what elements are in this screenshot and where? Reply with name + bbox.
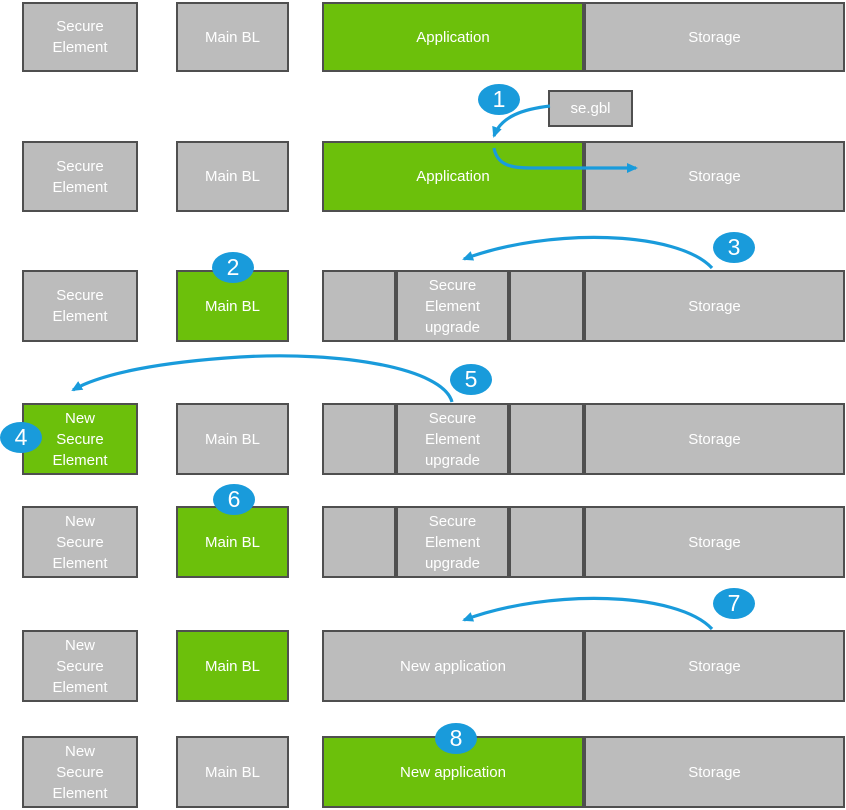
box-new-secure-element: New Secure Element — [22, 403, 138, 475]
box-storage: Storage — [584, 736, 845, 808]
box-empty-segment — [322, 403, 396, 475]
box-new-application: New application — [322, 630, 584, 702]
box-empty-segment — [509, 403, 584, 475]
step-7-badge: 7 — [713, 588, 755, 619]
box-secure-element: Secure Element — [22, 2, 138, 72]
box-se-upgrade: Secure Element upgrade — [396, 270, 509, 342]
step-4-badge: 4 — [0, 422, 42, 453]
arrow-storage-to-new-application — [462, 596, 714, 631]
box-storage: Storage — [584, 270, 845, 342]
box-main-bl: Main BL — [176, 403, 289, 475]
step-5-badge: 5 — [450, 364, 492, 395]
step-2-badge: 2 — [212, 252, 254, 283]
box-new-secure-element: New Secure Element — [22, 506, 138, 578]
box-empty-segment — [322, 506, 396, 578]
box-secure-element: Secure Element — [22, 270, 138, 342]
arrow-se-upgrade-to-new-secure-element — [71, 354, 454, 403]
box-main-bl: Main BL — [176, 141, 289, 212]
box-application: Application — [322, 141, 584, 212]
box-se-gbl-file: se.gbl — [548, 90, 633, 127]
box-storage: Storage — [584, 403, 845, 475]
box-application: Application — [322, 2, 584, 72]
box-storage: Storage — [584, 141, 845, 212]
box-main-bl: Main BL — [176, 736, 289, 808]
box-main-bl: Main BL — [176, 506, 289, 578]
box-empty-segment — [509, 506, 584, 578]
step-8-badge: 8 — [435, 723, 477, 754]
box-storage: Storage — [584, 2, 845, 72]
arrow-storage-to-se-upgrade — [462, 235, 714, 270]
box-empty-segment — [322, 270, 396, 342]
box-secure-element: Secure Element — [22, 141, 138, 212]
box-main-bl: Main BL — [176, 630, 289, 702]
box-new-secure-element: New Secure Element — [22, 630, 138, 702]
box-main-bl: Main BL — [176, 2, 289, 72]
step-6-badge: 6 — [213, 484, 255, 515]
step-3-badge: 3 — [713, 232, 755, 263]
box-new-secure-element: New Secure Element — [22, 736, 138, 808]
box-empty-segment — [509, 270, 584, 342]
box-storage: Storage — [584, 630, 845, 702]
box-se-upgrade: Secure Element upgrade — [396, 403, 509, 475]
box-se-upgrade: Secure Element upgrade — [396, 506, 509, 578]
step-1-badge: 1 — [478, 84, 520, 115]
box-storage: Storage — [584, 506, 845, 578]
